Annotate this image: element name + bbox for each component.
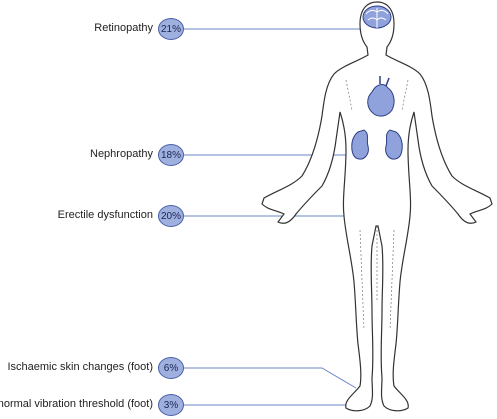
label-erectile-dysfunction: Erectile dysfunction (57, 209, 153, 221)
badge-ischaemic-skin-changes: 6% (158, 357, 184, 379)
label-nephropathy: Nephropathy (90, 148, 153, 160)
brain-icon (362, 5, 392, 29)
kidneys-icon (351, 129, 403, 160)
leader-line-ischaemic (184, 367, 357, 389)
label-ischaemic-skin-changes: Ischaemic skin changes (foot) (7, 361, 153, 373)
label-retinopathy: Retinopathy (94, 22, 153, 34)
badge-abnormal-vibration-threshold: 3% (158, 394, 184, 416)
label-abnormal-vibration-threshold: Abnormal vibration threshold (foot) (0, 398, 153, 410)
badge-nephropathy: 18% (158, 144, 184, 166)
body-dashed-detail (345, 79, 409, 331)
badge-retinopathy: 21% (158, 18, 184, 40)
body-outline (261, 1, 493, 412)
badge-erectile-dysfunction: 20% (158, 205, 184, 227)
heart-icon (367, 76, 395, 117)
